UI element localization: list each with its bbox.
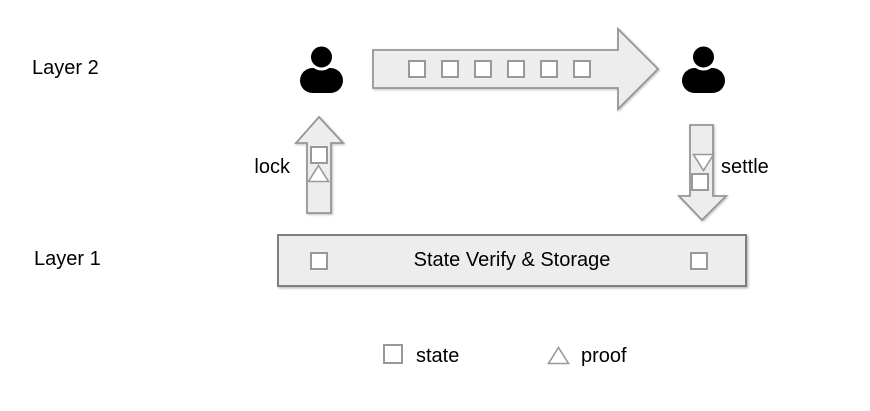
tx-state-square [540, 60, 558, 78]
settle-arrow-icon [677, 124, 729, 222]
legend-proof-triangle [547, 346, 570, 365]
tx-state-square [474, 60, 492, 78]
lock-arrow-icon [294, 115, 346, 214]
legend-proof-label: proof [581, 345, 627, 367]
settle-state-square [691, 173, 709, 191]
layer1-label: Layer 1 [34, 248, 101, 270]
lock-state-square [310, 146, 328, 164]
layer1-state-square-right [690, 252, 708, 270]
lock-label: lock [254, 156, 290, 178]
tx-state-square [573, 60, 591, 78]
lock-proof-triangle [307, 164, 330, 183]
layer1-box-title: State Verify & Storage [413, 249, 611, 271]
legend-state-square [383, 344, 403, 364]
layer1-box: State Verify & Storage [277, 234, 747, 287]
settle-label: settle [721, 156, 769, 178]
settle-proof-triangle [692, 153, 715, 172]
user-icon-left [300, 44, 343, 93]
tx-state-square [441, 60, 459, 78]
legend-state-label: state [416, 345, 460, 367]
tx-state-square [408, 60, 426, 78]
layer1-state-square-left [310, 252, 328, 270]
user-icon-right [682, 44, 725, 93]
layer2-label: Layer 2 [32, 57, 99, 79]
tx-state-square [507, 60, 525, 78]
tx-squares [408, 60, 591, 78]
